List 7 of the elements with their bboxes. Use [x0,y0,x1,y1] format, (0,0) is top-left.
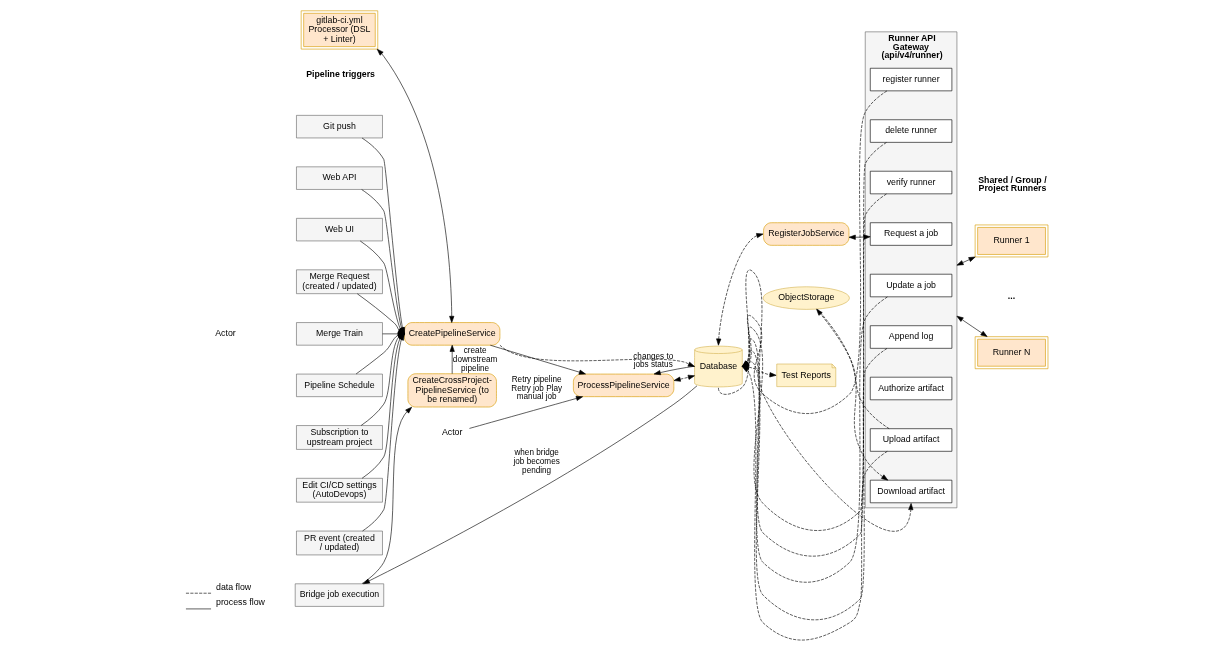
legend-label: process flow [215,597,265,608]
label: Shared / Group / Project Runners [977,174,1047,194]
label: ... [1007,290,1015,301]
label: Pipeline triggers [305,68,375,79]
node-text: Actor [441,427,462,438]
legend-label: data flow [215,581,251,592]
node-text: Actor [214,328,236,339]
